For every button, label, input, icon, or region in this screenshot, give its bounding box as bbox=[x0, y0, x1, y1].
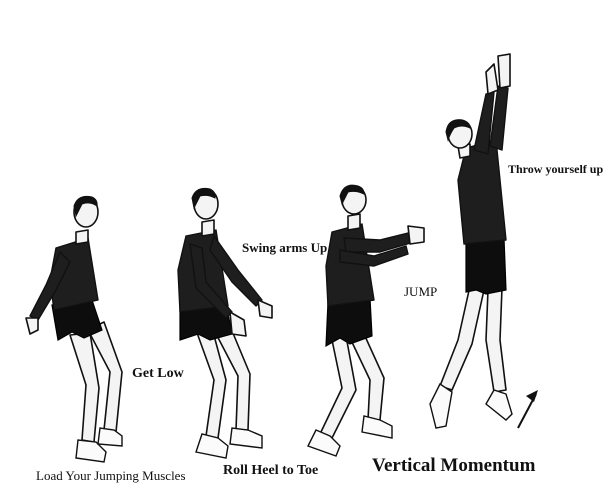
label-throw-yourself-up: Throw yourself up bbox=[508, 162, 603, 177]
diagram-title: Vertical Momentum bbox=[372, 455, 535, 477]
label-get-low: Get Low bbox=[132, 366, 184, 382]
figure-2-arms-swing bbox=[178, 188, 272, 458]
up-arrow-icon bbox=[518, 390, 538, 428]
label-swing-arms-up: Swing arms Up bbox=[242, 240, 327, 256]
label-roll-heel-to-toe: Roll Heel to Toe bbox=[223, 463, 318, 479]
figure-3-arms-forward bbox=[308, 185, 424, 456]
figure-4-jumping bbox=[430, 54, 512, 428]
label-load-jumping-muscles: Load Your Jumping Muscles bbox=[36, 468, 186, 484]
figure-1-crouch bbox=[26, 196, 122, 462]
label-jump: JUMP bbox=[404, 284, 437, 300]
